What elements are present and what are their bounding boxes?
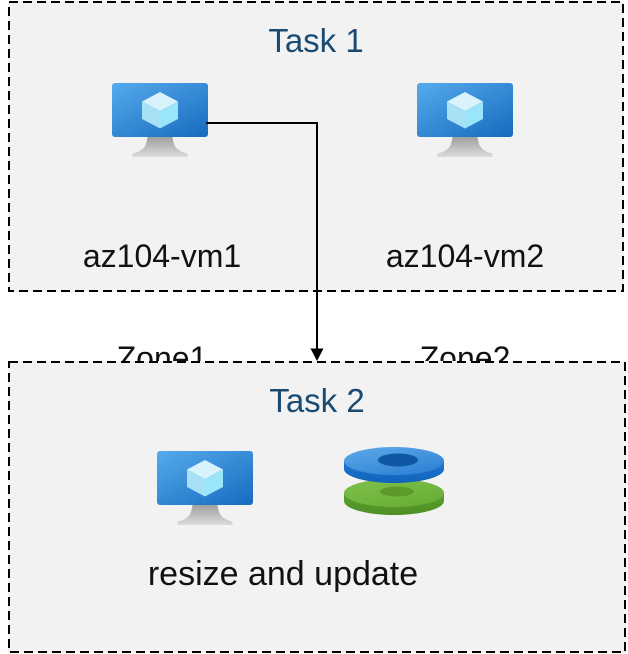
vm1-name-label: az104-vm1 <box>82 238 242 274</box>
task2-title: Task 2 <box>269 382 365 419</box>
task1-title: Task 1 <box>268 22 364 59</box>
virtual-machine-icon <box>157 451 253 527</box>
managed-disks-icon <box>342 447 446 515</box>
task2-box: Task 2 resize and update <box>8 361 626 653</box>
task2-caption: resize and update <box>147 555 419 593</box>
arrowhead-icon <box>310 348 324 361</box>
task1-box: Task 1 az104-vm1 Zone1 az104-vm2 Zone2 <box>8 1 624 375</box>
vm2-name-label: az104-vm2 <box>385 238 545 274</box>
virtual-machine-icon <box>417 83 513 159</box>
virtual-machine-icon <box>112 83 208 159</box>
